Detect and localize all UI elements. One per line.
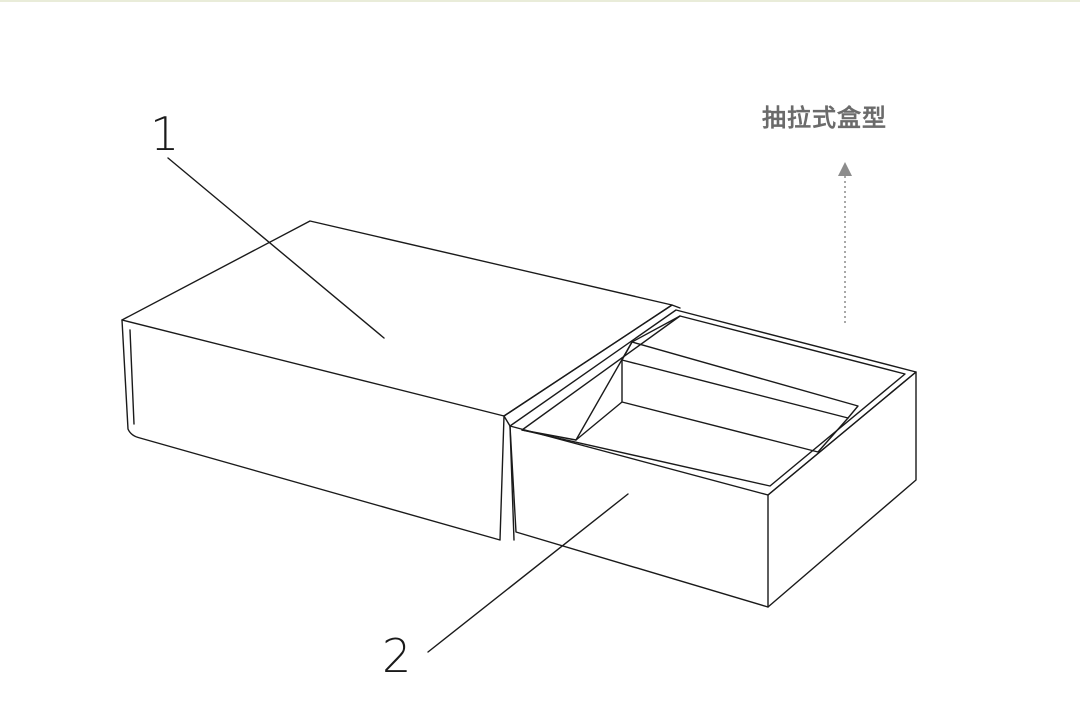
tray-side-face bbox=[767, 371, 917, 608]
leader-line-2 bbox=[427, 493, 629, 653]
tray-divider bbox=[621, 341, 859, 419]
sleeve-front-face bbox=[121, 319, 505, 541]
top-border-rule bbox=[0, 0, 1080, 2]
up-arrow-icon bbox=[838, 162, 852, 324]
diagram-caption: 抽拉式盒型 bbox=[762, 104, 887, 132]
outer-sleeve bbox=[121, 220, 681, 541]
sleeve-front-thickness bbox=[129, 329, 135, 425]
callout-number-2: 2 bbox=[382, 629, 411, 683]
callout-number-1: 1 bbox=[150, 107, 179, 161]
tray-rim-outer bbox=[509, 309, 917, 496]
tray-rim-inner bbox=[521, 315, 906, 487]
inner-tray bbox=[509, 309, 917, 608]
tray-inner-back-wall bbox=[521, 315, 681, 441]
leader-line-1 bbox=[167, 157, 385, 339]
sleeve-opening-top-edge bbox=[503, 304, 681, 417]
sleeve-top-face bbox=[121, 220, 673, 417]
tray-floor-line bbox=[575, 401, 623, 441]
tray-divider-front bbox=[621, 359, 849, 453]
tray-front-face bbox=[509, 425, 769, 608]
